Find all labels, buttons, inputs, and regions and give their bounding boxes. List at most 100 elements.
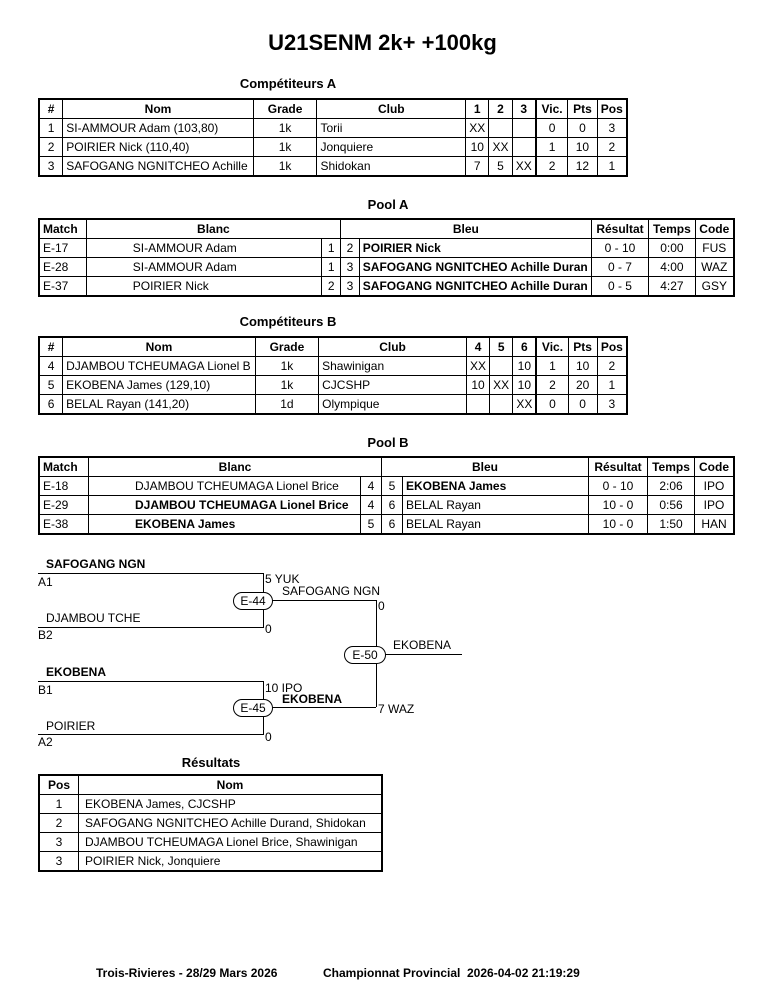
footer-location: Trois-Rivieres - 28/29 Mars 2026 bbox=[96, 966, 278, 980]
white-player-number: 1 bbox=[321, 238, 342, 258]
competitor-grade: 1k bbox=[254, 356, 320, 376]
bracket-line bbox=[38, 627, 264, 628]
match-node: E-45 bbox=[233, 699, 273, 717]
white-player: POIRIER Nick bbox=[85, 276, 323, 297]
position: 3 bbox=[596, 394, 628, 415]
round-score bbox=[488, 118, 513, 138]
bracket-name: EKOBENA bbox=[46, 665, 107, 679]
result-name: EKOBENA James, CJCSHP bbox=[78, 794, 383, 814]
col-header: Pos bbox=[38, 774, 79, 795]
match-id: E-37 bbox=[38, 276, 87, 297]
col-header: Nom bbox=[78, 774, 383, 795]
col-header: 1 bbox=[465, 98, 490, 119]
result-position: 1 bbox=[38, 794, 79, 814]
round-score bbox=[489, 356, 514, 376]
col-header: Pts bbox=[567, 336, 598, 357]
result-name: DJAMBOU TCHEUMAGA Lionel Brice, Shawinig… bbox=[78, 832, 383, 852]
white-player: DJAMBOU TCHEUMAGA Lionel Brice bbox=[88, 495, 361, 515]
competitors-a-heading: Compétiteurs A bbox=[239, 76, 337, 91]
bracket-name: DJAMBOU TCHE bbox=[46, 611, 141, 625]
bracket-winner: SAFOGANG NGN bbox=[282, 584, 381, 598]
bracket-seed: A1 bbox=[38, 575, 53, 589]
round-score: XX bbox=[489, 375, 514, 395]
pool-a-table: Match Blanc Bleu Résultat Temps Code E-1… bbox=[38, 218, 735, 297]
col-header: 2 bbox=[488, 98, 513, 119]
col-header: Grade bbox=[252, 98, 318, 119]
col-header: # bbox=[38, 98, 64, 119]
round-score: 7 bbox=[465, 156, 490, 177]
col-header: Temps bbox=[648, 218, 696, 239]
bracket-name: SAFOGANG NGN bbox=[46, 557, 146, 571]
col-header: Pos bbox=[596, 336, 628, 357]
match-code: IPO bbox=[694, 495, 735, 515]
col-header: Bleu bbox=[381, 456, 589, 477]
round-score: XX bbox=[512, 394, 537, 415]
match-id: E-18 bbox=[38, 476, 89, 496]
bracket-line bbox=[376, 654, 462, 655]
col-header: Code bbox=[694, 456, 735, 477]
match-result: 10 - 0 bbox=[588, 495, 648, 515]
table-header-row: Match Blanc Bleu Résultat Temps Code bbox=[38, 456, 735, 477]
competitor-club: CJCSHP bbox=[318, 375, 467, 395]
points: 20 bbox=[567, 375, 598, 395]
round-score: XX bbox=[465, 118, 490, 138]
result-position: 2 bbox=[38, 813, 79, 833]
competitor-club: Shidokan bbox=[316, 156, 467, 177]
competitor-club: Shawinigan bbox=[318, 356, 467, 376]
match-time: 1:50 bbox=[647, 514, 695, 535]
position: 2 bbox=[596, 356, 628, 376]
results-heading: Résultats bbox=[181, 755, 241, 770]
match-result: 0 - 10 bbox=[590, 238, 650, 258]
competitor-grade: 1k bbox=[254, 375, 320, 395]
table-header-row: Pos Nom bbox=[38, 774, 383, 795]
competitor-grade: 1k bbox=[252, 137, 318, 157]
match-result: 0 - 5 bbox=[590, 276, 650, 297]
points: 12 bbox=[567, 156, 598, 177]
match-node: E-50 bbox=[344, 646, 386, 664]
bracket-line bbox=[38, 734, 264, 735]
competitor-number: 3 bbox=[38, 156, 64, 177]
blue-player: BELAL Rayan bbox=[402, 495, 589, 515]
competitor-name: DJAMBOU TCHEUMAGA Lionel B bbox=[62, 356, 256, 376]
position: 1 bbox=[596, 156, 628, 177]
match-code: WAZ bbox=[694, 257, 735, 277]
competitor-grade: 1d bbox=[254, 394, 320, 415]
match-id: E-29 bbox=[38, 495, 89, 515]
col-header: 4 bbox=[465, 336, 491, 357]
table-header-row: Match Blanc Bleu Résultat Temps Code bbox=[38, 218, 735, 239]
match-id: E-28 bbox=[38, 257, 87, 277]
match-time: 0:56 bbox=[647, 495, 695, 515]
result-position: 3 bbox=[38, 832, 79, 852]
victories: 1 bbox=[535, 356, 569, 376]
pool-b-table: Match Blanc Bleu Résultat Temps Code E-1… bbox=[38, 456, 735, 535]
blue-player: SAFOGANG NGNITCHEO Achille Duran bbox=[358, 276, 592, 297]
round-score: XX bbox=[511, 156, 537, 177]
competitor-name: SI-AMMOUR Adam (103,80) bbox=[62, 118, 254, 138]
white-player: SI-AMMOUR Adam bbox=[85, 257, 323, 277]
match-time: 0:00 bbox=[648, 238, 696, 258]
footer-event: Championnat Provincial bbox=[323, 966, 461, 980]
blue-player: POIRIER Nick bbox=[358, 238, 592, 258]
col-header: Club bbox=[318, 336, 467, 357]
white-player-number: 5 bbox=[360, 514, 382, 535]
competitor-number: 1 bbox=[38, 118, 64, 138]
match-code: HAN bbox=[694, 514, 735, 535]
position: 3 bbox=[596, 118, 628, 138]
blue-player: EKOBENA James bbox=[402, 476, 589, 496]
white-player-number: 4 bbox=[360, 495, 382, 515]
page-title: U21SENM 2k+ +100kg bbox=[268, 30, 497, 55]
victories: 2 bbox=[534, 156, 569, 177]
competitor-number: 6 bbox=[38, 394, 64, 415]
round-score: 10 bbox=[465, 137, 490, 157]
competitor-club: Jonquiere bbox=[316, 137, 467, 157]
col-header: Match bbox=[38, 456, 89, 477]
competitor-grade: 1k bbox=[252, 118, 318, 138]
col-header: 6 bbox=[512, 336, 537, 357]
